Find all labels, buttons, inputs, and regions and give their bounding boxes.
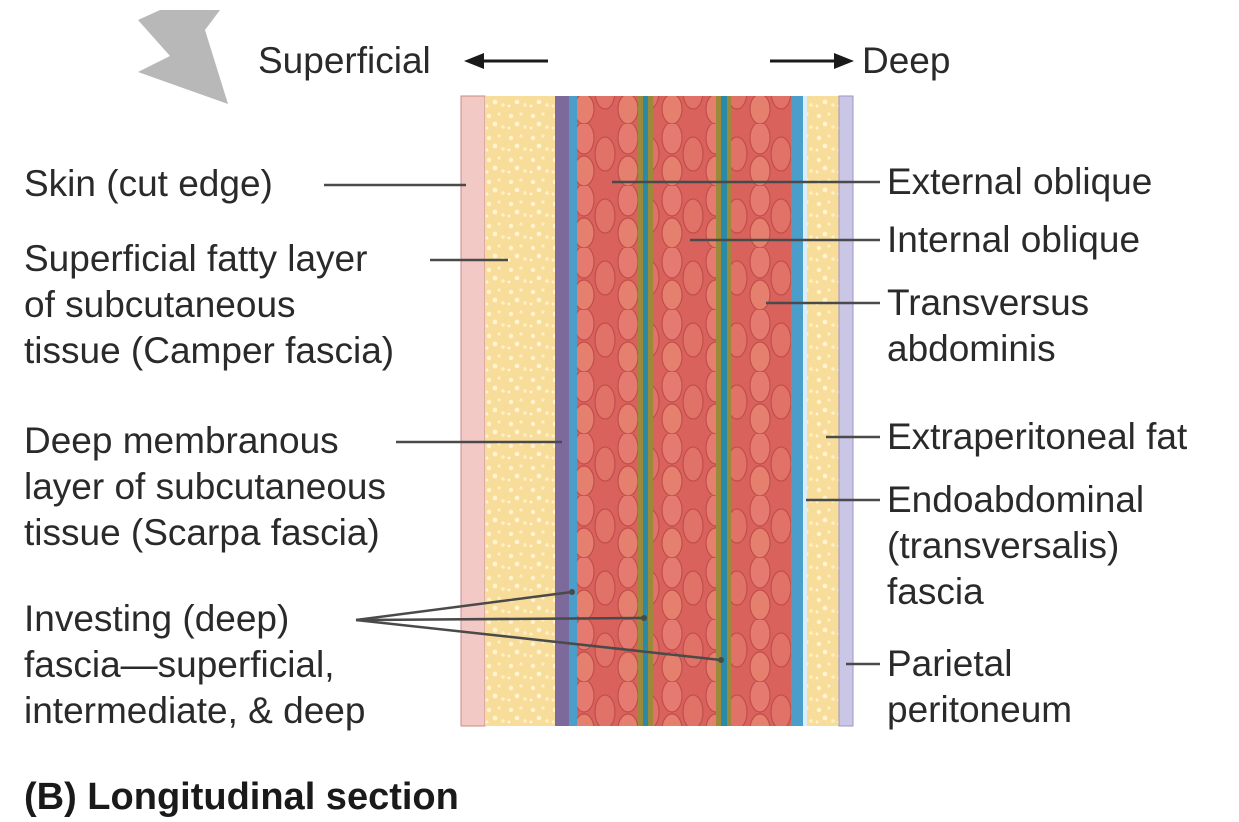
extraperitoneal-fat: [807, 96, 839, 726]
internal-oblique-label-line: Internal oblique: [887, 217, 1140, 263]
deep-label: Deep: [862, 38, 950, 84]
scarpa-label-line: tissue (Scarpa fascia): [24, 510, 386, 556]
transversus-label-line: abdominis: [887, 326, 1089, 372]
fascia-stripe: [648, 96, 653, 726]
internal-oblique-muscle: [653, 96, 716, 726]
camper-fascia-label: Superficial fatty layer of subcutaneous …: [24, 236, 394, 374]
camper-label-line: of subcutaneous: [24, 282, 394, 328]
scarpa-label-line: Deep membranous: [24, 418, 386, 464]
membranous-layer: [555, 96, 569, 726]
transversus-label-line: Transversus: [887, 280, 1089, 326]
endoabdominal-fascia-label: Endoabdominal (transversalis) fascia: [887, 477, 1144, 615]
endoabdominal-label-line: (transversalis): [887, 523, 1144, 569]
investing-label-line: Investing (deep): [24, 596, 365, 642]
scarpa-label-line: layer of subcutaneous: [24, 464, 386, 510]
skin-label: Skin (cut edge): [24, 161, 273, 207]
transversus-muscle: [731, 96, 791, 726]
investing-fascia-deep: [716, 96, 721, 726]
skin-label-line: Skin (cut edge): [24, 161, 273, 207]
superficial-arrow-icon: [464, 53, 548, 69]
incision-arrow-icon: [138, 10, 228, 104]
fascia-stripe: [803, 96, 807, 726]
figure-caption: (B) Longitudinal section: [24, 776, 459, 819]
transversus-abdominis-label: Transversus abdominis: [887, 280, 1089, 372]
transversalis-fascia: [791, 96, 803, 726]
investing-fascia-label: Investing (deep) fascia—superficial, int…: [24, 596, 365, 734]
parietal-label-line: Parietal: [887, 641, 1072, 687]
fascia-stripe: [727, 96, 731, 726]
investing-fascia-intermediate: [638, 96, 643, 726]
investing-label-line: fascia—superficial,: [24, 642, 365, 688]
investing-label-line: intermediate, & deep: [24, 688, 365, 734]
camper-label-line: Superficial fatty layer: [24, 236, 394, 282]
external-oblique-label: External oblique: [887, 159, 1152, 205]
endoabdominal-label-line: Endoabdominal: [887, 477, 1144, 523]
fascia-stripe: [643, 96, 648, 726]
parietal-peritoneum-label: Parietal peritoneum: [887, 641, 1072, 733]
parietal-label-line: peritoneum: [887, 687, 1072, 733]
superficial-label: Superficial: [258, 38, 431, 84]
fascia-stripe: [721, 96, 727, 726]
scarpa-fascia-label: Deep membranous layer of subcutaneous ti…: [24, 418, 386, 556]
fatty-layer: [485, 96, 555, 726]
parietal-peritoneum: [839, 96, 853, 726]
external-oblique-label-line: External oblique: [887, 159, 1152, 205]
extraperitoneal-fat-label: Extraperitoneal fat: [887, 414, 1187, 460]
camper-label-line: tissue (Camper fascia): [24, 328, 394, 374]
extraperitoneal-label-line: Extraperitoneal fat: [887, 414, 1187, 460]
investing-fascia-superficial: [569, 96, 577, 726]
external-oblique-muscle: [577, 96, 638, 726]
endoabdominal-label-line: fascia: [887, 569, 1144, 615]
internal-oblique-label: Internal oblique: [887, 217, 1140, 263]
deep-arrow-icon: [770, 53, 854, 69]
